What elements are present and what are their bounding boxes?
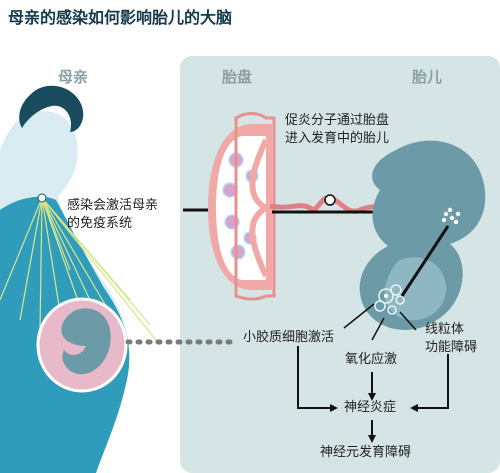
- infection-label-line1: 感染会激活母亲: [67, 198, 159, 213]
- mother-figure: [0, 85, 161, 473]
- immune-rays: [0, 197, 161, 361]
- infection-site-dot: [37, 193, 47, 203]
- mitochondria-label-line2: 功能障碍: [425, 340, 478, 355]
- oxidative-callout: [371, 317, 385, 341]
- fetus-brain-connector: [400, 225, 450, 297]
- neuroinflammation-label: 神经炎症: [344, 400, 397, 415]
- fetus-illustration: [359, 140, 486, 330]
- placenta-illustration: [208, 112, 276, 301]
- inflammatory-label-line1: 促炎分子通过胎盘: [285, 113, 390, 128]
- oxidative-stress-label: 氧化应激: [345, 352, 398, 367]
- mother-hair: [19, 85, 84, 132]
- mito-callout: [399, 311, 417, 331]
- page-title: 母亲的感染如何影响胎儿的大脑: [8, 8, 233, 27]
- placenta-heading: 胎盘: [222, 68, 253, 86]
- mitochondria-label-line1: 线粒体: [425, 322, 465, 337]
- inflammatory-label-line2: 进入发育中的胎儿: [285, 131, 390, 146]
- flow-arrows: [297, 346, 449, 443]
- small-fetus: [61, 308, 111, 375]
- mother-heading: 母亲: [58, 68, 89, 86]
- microglia-callout: [343, 303, 375, 329]
- cord-entry-dot: [324, 194, 336, 206]
- neurodevelopment-label: 神经元发育障碍: [320, 445, 412, 460]
- infection-label-line2: 的免疫系统: [67, 216, 133, 231]
- microglia-label: 小胶质细胞激活: [243, 330, 335, 345]
- fetus-heading: 胎儿: [412, 68, 443, 86]
